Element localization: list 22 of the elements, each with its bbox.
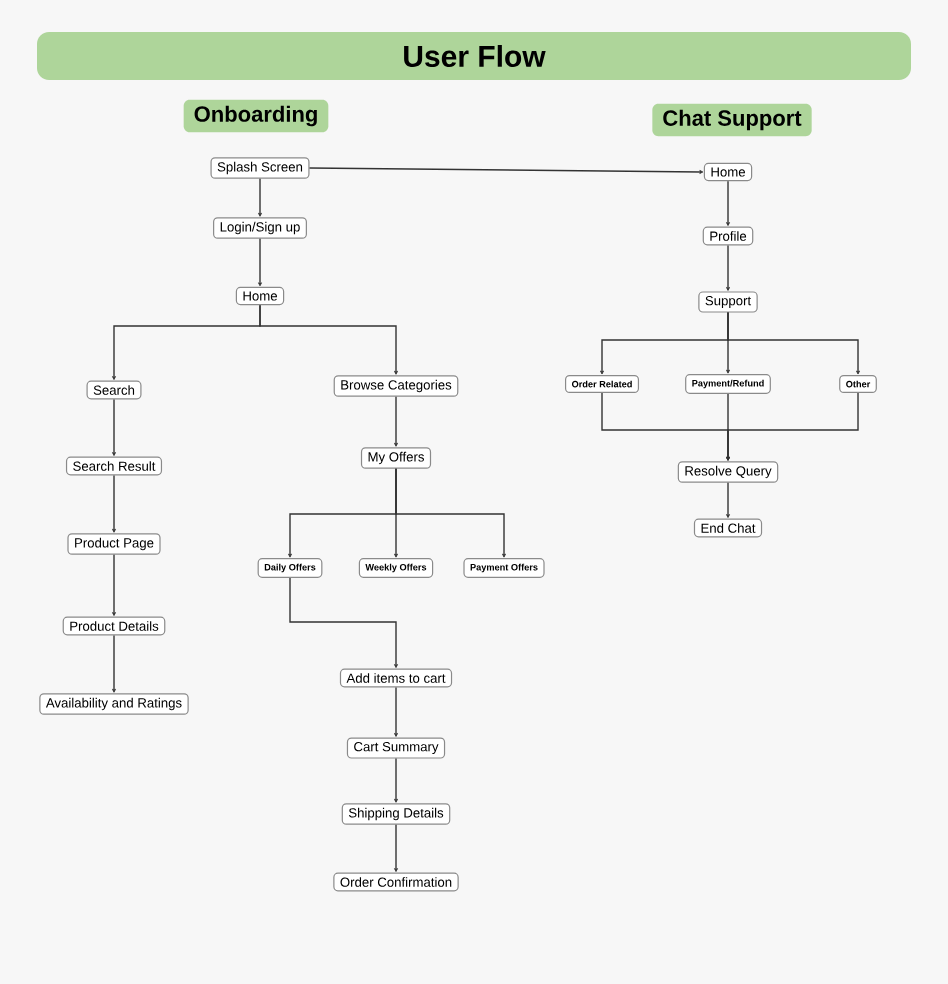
arrow [726,180,730,226]
arrow [112,474,116,533]
section-header: Onboarding [183,99,329,133]
title-band: User Flow [37,32,911,80]
arrow [726,482,730,519]
arrow [258,238,262,287]
arrow [112,398,116,456]
arrow [394,686,398,737]
arrow [394,824,398,873]
arrow [259,304,398,375]
arrow [726,392,859,461]
arrow [308,167,704,174]
arrow [727,311,860,375]
arrow [394,757,398,803]
arrow [112,554,116,616]
arrow [258,178,262,217]
arrow [394,396,398,447]
section-header: Chat Support [652,103,812,137]
arrow [395,468,506,558]
arrow [289,577,398,669]
arrow [112,634,116,693]
arrow [726,244,730,291]
